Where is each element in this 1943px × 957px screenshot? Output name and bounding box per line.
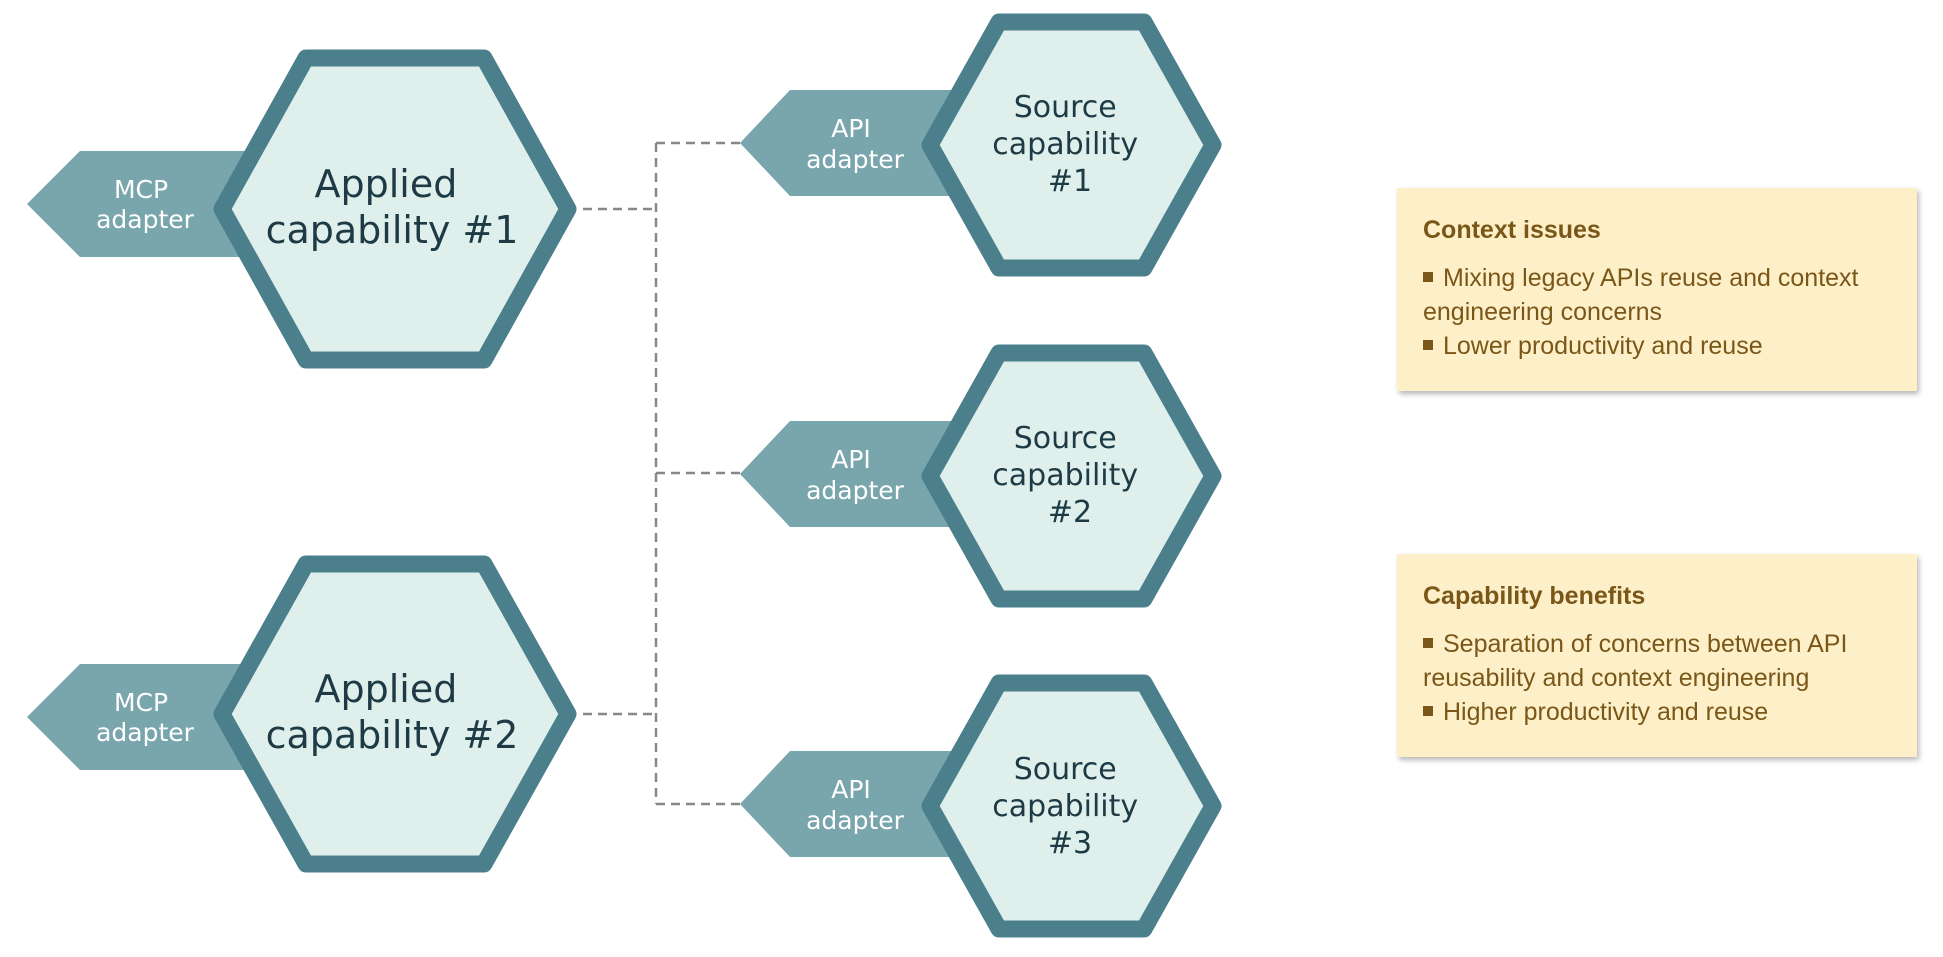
api-adapter-2-shape <box>740 421 960 527</box>
source-capability-3-hexagon <box>921 674 1222 938</box>
connectors <box>583 141 740 806</box>
mcp-adapter-2-label: MCP adapter <box>96 688 195 747</box>
api-adapter-2-label: API adapter <box>806 445 905 505</box>
note-list: Mixing legacy APIs reuse and context eng… <box>1423 261 1891 363</box>
mcp-adapter-1-shape <box>27 151 262 257</box>
mcp-adapter-1-label: MCP adapter <box>96 175 195 234</box>
list-item: Separation of concerns between API reusa… <box>1423 630 1848 692</box>
applied-capability-2: MCP adapter Applied capability #2 <box>27 555 577 873</box>
list-item: Lower productivity and reuse <box>1423 329 1891 363</box>
applied-capability-1: MCP adapter Applied capability #1 <box>27 49 577 369</box>
mcp-adapter-2-shape <box>27 664 262 770</box>
note-title: Capability benefits <box>1423 582 1646 610</box>
applied-capability-2-label: Applied capability #2 <box>266 667 519 757</box>
source-capability-2-label: Source capability #2 <box>992 421 1147 530</box>
api-adapter-1-label: API adapter <box>806 114 905 174</box>
note-list: Separation of concerns between API reusa… <box>1423 627 1891 729</box>
api-adapter-3-label: API adapter <box>806 775 905 835</box>
source-capability-2: API adapter Source capability #2 <box>740 344 1222 608</box>
source-capability-2-hexagon <box>921 344 1222 608</box>
api-adapter-3-shape <box>740 751 960 857</box>
bullet-icon <box>1423 340 1433 350</box>
api-adapter-1-shape <box>740 90 960 196</box>
source-capability-1-label: Source capability #1 <box>992 90 1147 199</box>
bullet-icon <box>1423 272 1433 282</box>
applied-capability-1-hexagon <box>213 49 577 369</box>
applied-capability-1-label: Applied capability #1 <box>266 162 519 252</box>
source-capability-3: API adapter Source capability #3 <box>740 674 1222 938</box>
source-capability-1-hexagon <box>921 13 1222 277</box>
capability-benefits-note: Capability benefits Separation of concer… <box>1397 554 1917 757</box>
context-issues-note: Context issues Mixing legacy APIs reuse … <box>1397 188 1917 391</box>
bullet-icon <box>1423 638 1433 648</box>
note-title: Context issues <box>1423 216 1601 244</box>
source-capability-1: API adapter Source capability #1 <box>740 13 1222 277</box>
bullet-icon <box>1423 706 1433 716</box>
source-capability-3-label: Source capability #3 <box>992 752 1147 861</box>
list-item: Mixing legacy APIs reuse and context eng… <box>1423 264 1859 326</box>
list-item: Higher productivity and reuse <box>1423 695 1891 729</box>
applied-capability-2-hexagon <box>213 555 577 873</box>
